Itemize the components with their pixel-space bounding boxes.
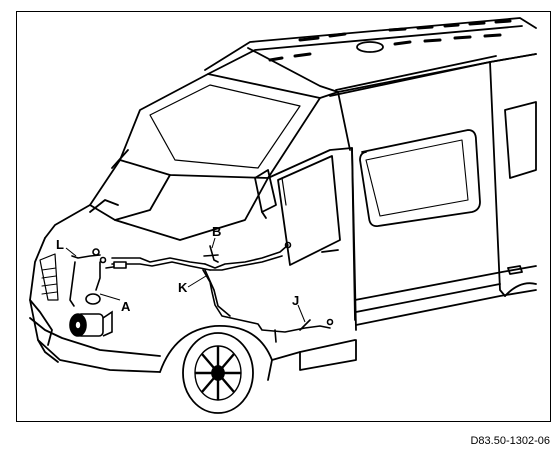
- callout-label-j: J: [292, 293, 299, 308]
- diagram-frame: [16, 11, 551, 422]
- figure-code: D83.50-1302-06: [470, 435, 550, 447]
- callout-label-b: B: [212, 224, 221, 239]
- leader-lines: [65, 237, 306, 323]
- callout-label-a: A: [121, 299, 131, 314]
- callout-label-l: L: [56, 237, 64, 252]
- van-body: [29, 17, 537, 381]
- callout-label-k: K: [178, 280, 188, 295]
- front-wheel: [182, 332, 254, 414]
- compressor: [69, 310, 113, 337]
- wiring-harness: [69, 241, 334, 343]
